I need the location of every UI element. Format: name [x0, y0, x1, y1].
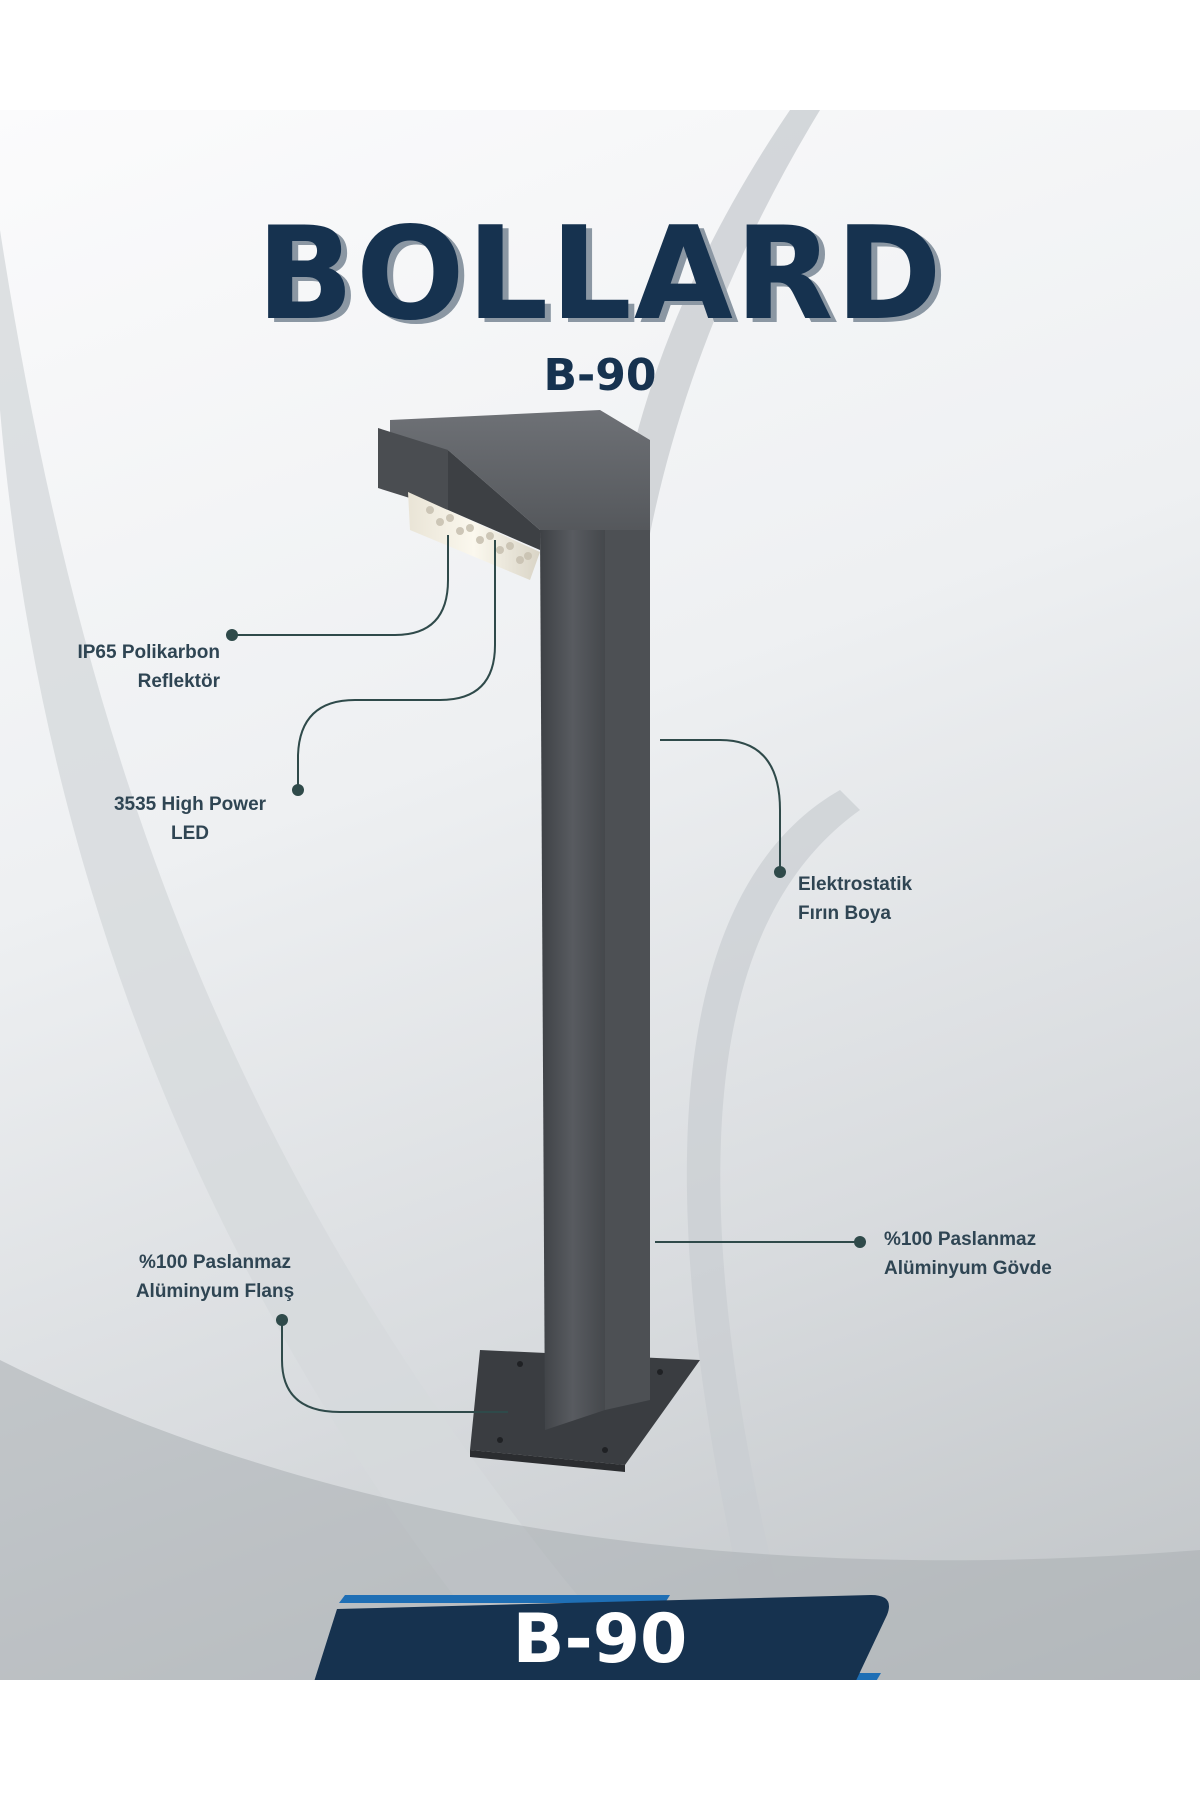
callout-body-line1: %100 Paslanmaz [884, 1229, 1037, 1250]
callout-reflector-line2: Reflektör [137, 671, 220, 692]
callout-flange: %100 Paslanmaz Alüminyum Flanş [105, 1248, 325, 1306]
callout-reflector: IP65 Polikarbon Reflektör [40, 638, 220, 696]
swoosh-bottom [0, 1360, 1200, 1680]
callout-body-line2: Alüminyum Gövde [884, 1258, 1052, 1279]
page-title: BOLLARD [256, 200, 944, 349]
callout-lines [226, 535, 866, 1413]
body-dot [854, 1236, 866, 1248]
badge-label: B-90 [512, 1600, 688, 1679]
lamp-head-top [390, 410, 650, 530]
pole-side [605, 515, 650, 1410]
bollard-product-image [378, 410, 700, 1472]
callout-flange-line2: Alüminyum Flanş [135, 1281, 295, 1302]
callout-paint-line2: Fırın Boya [798, 903, 891, 924]
callout-led-line1: 3535 High Power [113, 794, 267, 815]
swoosh-mid-right [686, 790, 860, 1680]
callout-body: %100 Paslanmaz Alüminyum Gövde [884, 1225, 1104, 1283]
flange-leader [281, 1320, 508, 1413]
poster-background: BOLLARD B-90 [0, 110, 1200, 1680]
flange-dot [276, 1314, 288, 1326]
badge-shape [314, 1595, 889, 1680]
model-badge [314, 1595, 889, 1680]
callout-led-line2: LED [171, 823, 209, 844]
swoosh-left [0, 230, 640, 1680]
paint-leader [660, 739, 781, 872]
callout-paint-line1: Elektrostatik [798, 874, 913, 895]
badge-accent-top [339, 1595, 670, 1603]
model-subtitle: B-90 [543, 350, 657, 401]
reflector-leader [232, 535, 449, 636]
led-panel [408, 492, 540, 580]
callout-reflector-line1: IP65 Polikarbon [77, 642, 220, 663]
lamp-head-front [378, 428, 448, 510]
callout-led: 3535 High Power LED [100, 790, 280, 848]
paint-dot [774, 866, 786, 878]
led-leader [297, 540, 496, 790]
led-dot [292, 784, 304, 796]
reflector-dot [226, 629, 238, 641]
pole-front [540, 515, 605, 1430]
callout-paint: Elektrostatik Fırın Boya [798, 870, 998, 928]
callout-flange-line1: %100 Paslanmaz [138, 1252, 292, 1273]
